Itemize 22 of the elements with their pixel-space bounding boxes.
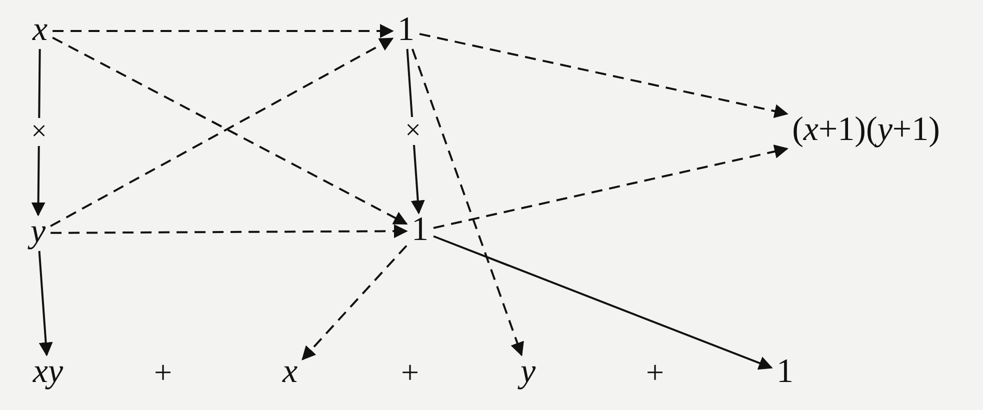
math-term: 1 bbox=[774, 352, 796, 392]
edge-label: × bbox=[404, 117, 422, 145]
math-term: 1 bbox=[396, 10, 416, 50]
arrow bbox=[433, 144, 788, 229]
edge-label: × bbox=[30, 118, 48, 146]
plus-sign: + bbox=[400, 354, 420, 390]
arrow bbox=[50, 224, 408, 238]
arrow bbox=[302, 245, 408, 360]
arrow bbox=[419, 32, 788, 118]
math-term: y bbox=[518, 352, 538, 392]
arrow bbox=[52, 24, 394, 38]
plus-sign: + bbox=[646, 354, 664, 390]
math-term: (x+1)(y+1) bbox=[790, 110, 942, 150]
arrow bbox=[433, 235, 773, 370]
math-term: 1 bbox=[410, 210, 430, 250]
arrow bbox=[38, 250, 53, 356]
math-term: y bbox=[28, 212, 48, 252]
math-term: xy bbox=[30, 352, 66, 392]
math-term: x bbox=[280, 352, 300, 392]
arrow bbox=[411, 48, 524, 356]
plus-sign: + bbox=[154, 354, 172, 390]
math-term: x bbox=[30, 10, 50, 50]
